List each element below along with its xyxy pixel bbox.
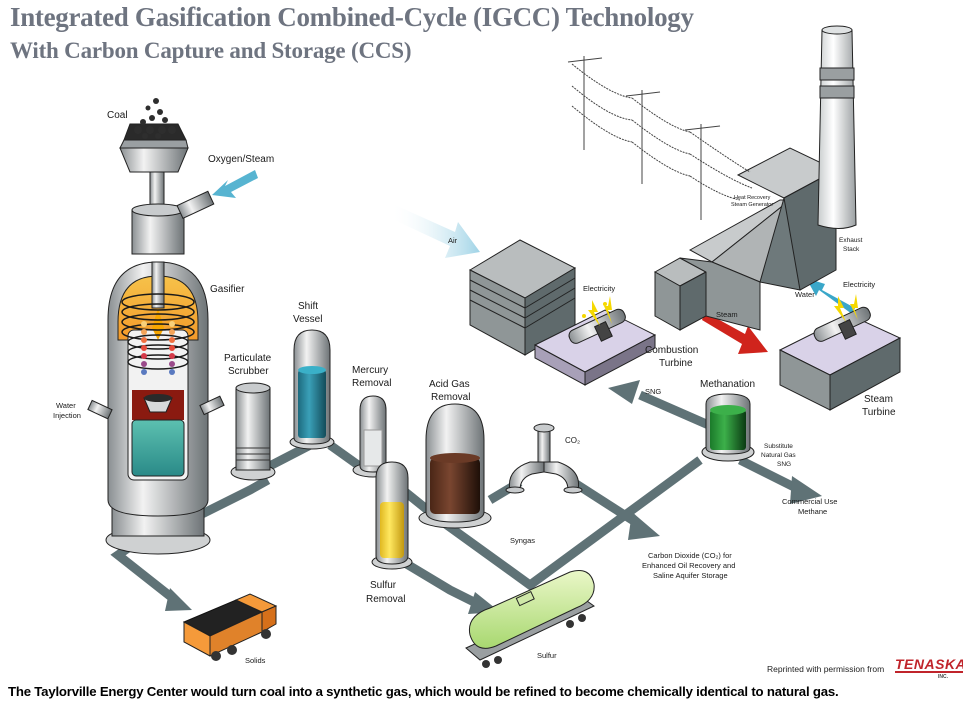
label-shift-2: Vessel	[293, 314, 322, 325]
label-commercial-1: Commercial Use	[782, 497, 837, 506]
label-combustion-2: Turbine	[659, 358, 693, 369]
methanation-vessel	[701, 393, 755, 462]
label-oxygen-steam: Oxygen/Steam	[208, 154, 274, 165]
label-steam-turbine-1: Steam	[864, 394, 893, 405]
label-water: Water	[795, 290, 815, 299]
figure-caption: The Taylorville Energy Center would turn…	[8, 684, 839, 699]
co2-valve	[505, 423, 583, 494]
label-particulate-1: Particulate	[224, 353, 272, 364]
gasifier	[87, 261, 225, 555]
label-electricity-st: Electricity	[843, 280, 875, 289]
label-mercury-2: Removal	[352, 378, 391, 389]
label-coal: Coal	[107, 110, 128, 121]
gasifier-heat-beads	[141, 321, 175, 375]
steam-arrow	[702, 312, 768, 354]
heat-recovery-steam-generator	[653, 147, 838, 331]
air-intake-unit	[468, 239, 577, 356]
label-gasifier: Gasifier	[210, 284, 245, 295]
label-acid-gas-1: Acid Gas	[429, 379, 470, 390]
shift-vessel	[289, 329, 335, 450]
label-sng-3: SNG	[777, 461, 791, 468]
label-sng-2: Natural Gas	[761, 452, 796, 459]
arrow-sng	[608, 380, 640, 404]
label-sng-1: Substitute	[764, 443, 793, 450]
label-steam: Steam	[716, 310, 738, 319]
dump-truck	[182, 593, 278, 661]
label-sulfur-removal-1: Sulfur	[370, 580, 397, 591]
label-electricity-ct: Electricity	[583, 284, 615, 293]
exhaust-stack	[817, 25, 857, 229]
label-co2: CO₂	[565, 436, 580, 445]
coal-particles	[134, 98, 176, 139]
label-steam-turbine-2: Turbine	[862, 407, 896, 418]
coal-hopper	[119, 123, 215, 255]
particulate-scrubber	[230, 382, 276, 481]
air-arrow	[390, 205, 480, 258]
sulfur-tank-car	[465, 570, 595, 668]
label-particulate-2: Scrubber	[228, 366, 269, 377]
label-sulfur: Sulfur	[537, 651, 557, 660]
pipe-gasifier-to-scrubber	[187, 476, 271, 525]
pipe-arrowheads	[165, 380, 822, 614]
label-shift-1: Shift	[298, 301, 318, 312]
label-sulfur-removal-2: Removal	[366, 594, 405, 605]
label-hrsg-1: Heat Recovery	[734, 195, 771, 201]
combustion-turbine	[533, 308, 657, 386]
pipe-methanation-to-commercial	[737, 455, 803, 495]
label-co2-storage-3: Saline Aquifer Storage	[653, 571, 728, 580]
label-methanation: Methanation	[700, 379, 755, 390]
arrow-co2-storage	[628, 512, 660, 540]
reprint-notice: Reprinted with permission from	[767, 664, 885, 674]
pipe-syngas-loop	[437, 456, 703, 591]
water-arrow	[806, 278, 855, 314]
label-solids: Solids	[245, 656, 266, 665]
electricity-bolt-ct	[582, 296, 612, 326]
transmission-lines	[567, 56, 753, 220]
label-mercury-1: Mercury	[352, 365, 388, 376]
arrow-solids	[165, 588, 192, 611]
pipe-co2-to-storage	[567, 476, 643, 529]
label-syngas: Syngas	[510, 536, 535, 545]
label-acid-gas-2: Removal	[431, 392, 470, 403]
label-water-injection-2: Injection	[53, 411, 81, 420]
label-exhaust-1: Exhaust	[839, 237, 863, 244]
label-exhaust-2: Stack	[843, 246, 860, 253]
label-air: Air	[448, 236, 458, 245]
page-subtitle: With Carbon Capture and Storage (CCS)	[10, 38, 412, 63]
label-sng: SNG	[645, 387, 661, 396]
label-hrsg-2: Steam Generator	[731, 202, 773, 208]
electricity-bolt-st	[834, 294, 858, 322]
tenaska-logo: TENASKA	[895, 657, 963, 673]
page-title: Integrated Gasification Combined-Cycle (…	[10, 2, 694, 32]
oxygen-steam-arrow	[212, 170, 258, 198]
arrow-commercial	[790, 476, 822, 504]
label-commercial-2: Methane	[798, 507, 827, 516]
label-water-injection-1: Water	[56, 401, 76, 410]
pipe-sulfur-to-tank	[397, 556, 483, 610]
sulfur-removal	[371, 461, 413, 570]
acid-gas-removal	[418, 403, 492, 529]
label-co2-storage-2: Enhanced Oil Recovery and	[642, 561, 735, 570]
label-co2-storage-1: Carbon Dioxide (CO₂) for	[648, 551, 732, 560]
tenaska-logo-suffix: INC.	[938, 674, 948, 680]
label-combustion-1: Combustion	[645, 345, 698, 356]
